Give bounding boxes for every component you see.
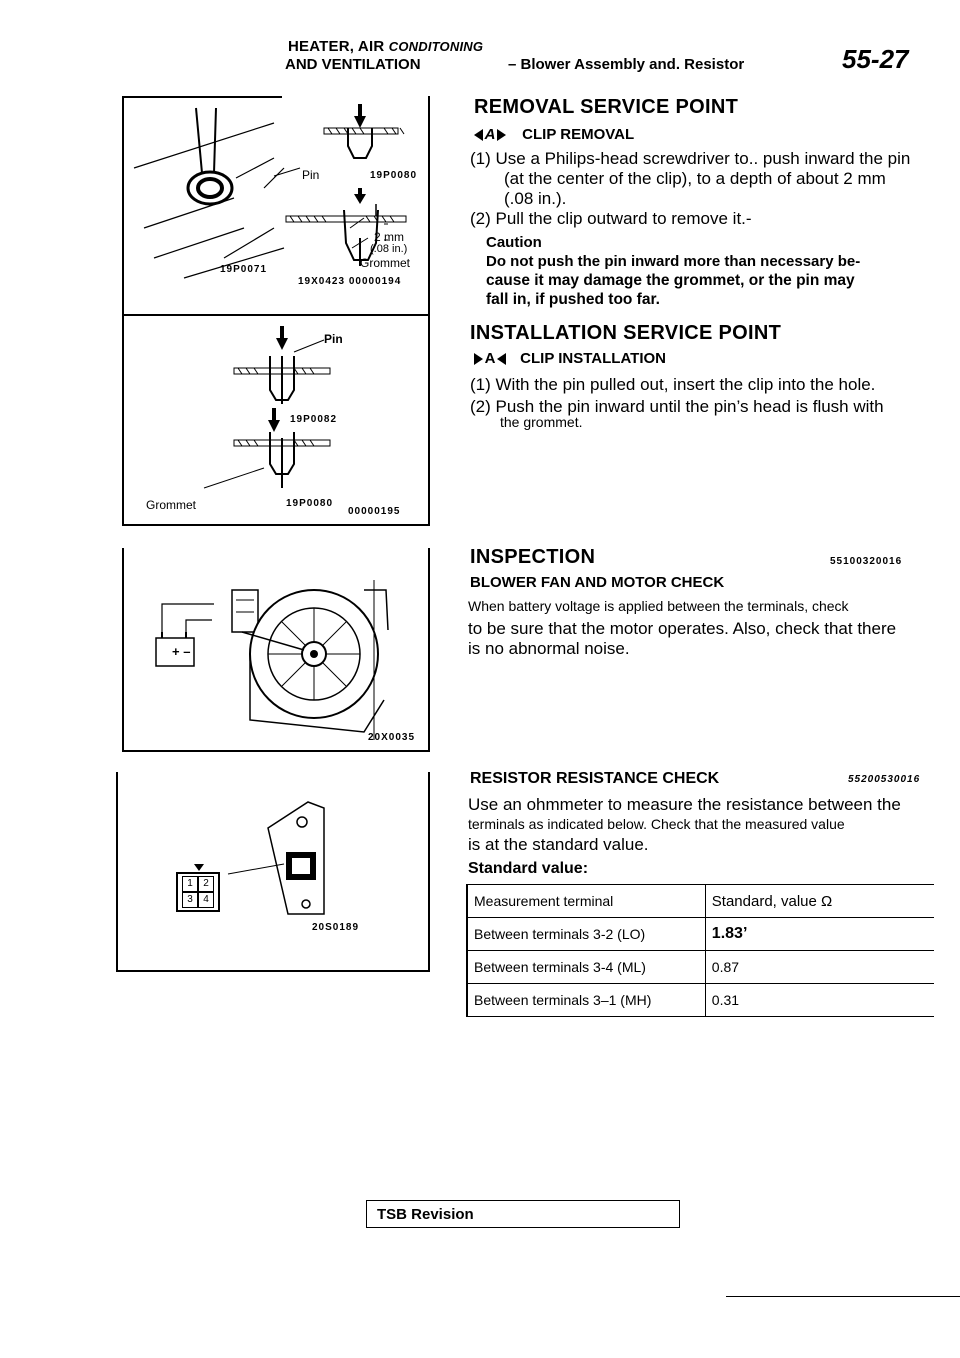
connector-pin-1: 1	[182, 876, 198, 892]
table-header-standard: Standard, value Ω	[705, 885, 934, 918]
right-triangle-icon	[474, 353, 483, 366]
header-title-line2: AND VENTILATION	[285, 56, 421, 73]
resistor-code: 55200530016	[848, 774, 921, 785]
fig3-border-bottom	[122, 750, 430, 752]
header-section-title: – Blower Assembly and. Resistor	[508, 56, 745, 73]
installation-step1: (1) With the pin pulled out, insert the …	[470, 375, 876, 394]
removal-step1c: (.08 in.).	[504, 189, 567, 208]
table-cell-value: 0.87	[705, 950, 934, 984]
inspection-line2: to be sure that the motor operates. Also…	[468, 619, 897, 638]
tsb-revision-label: TSB Revision	[377, 1206, 474, 1223]
fig1-pin-label: Pin	[302, 168, 320, 182]
removal-marker: A	[484, 126, 496, 143]
removal-subtitle-row: A CLIP REMOVAL	[474, 126, 634, 143]
resistance-table: Measurement terminal Standard, value Ω B…	[468, 885, 934, 1017]
table-row: Between terminals 3-4 (ML) 0.87	[468, 950, 934, 984]
left-triangle-icon	[474, 129, 483, 142]
right-triangle-icon	[497, 129, 506, 142]
fig4-border-left	[116, 772, 118, 972]
fig3-code: 20X0035	[368, 732, 416, 743]
fig3-border-left	[122, 548, 124, 752]
removal-subtitle: CLIP REMOVAL	[522, 126, 635, 143]
tsb-revision-box: TSB Revision	[366, 1200, 680, 1228]
figure-clip-box: Pin 19P0080 2 mm (.08 in.) Grommet 19P00…	[122, 96, 430, 526]
removal-title: REMOVAL SERVICE POINT	[474, 96, 739, 118]
fig4-border-right	[428, 772, 430, 972]
battery-polarity: + –	[172, 644, 191, 659]
connector-pin-2: 2	[198, 876, 214, 892]
fig3-border-right	[428, 548, 430, 752]
resistor-line2: terminals as indicated below. Check that…	[468, 816, 845, 832]
header-title-line1: HEATER, AIR CONDITONING	[288, 38, 483, 55]
fig2-grommet-label: Grommet	[146, 498, 197, 512]
removal-step1b: (at the center of the clip), to a depth …	[504, 169, 886, 188]
connector-pin-3: 3	[182, 892, 198, 908]
installation-marker: A	[484, 350, 496, 367]
table-cell-value: 0.31	[705, 983, 934, 1017]
fig4-border-bottom	[116, 970, 430, 972]
connector-diagram: 1 2 3 4	[176, 864, 220, 912]
inspection-line1: When battery voltage is applied between …	[468, 598, 849, 614]
caution-line1: Do not push the pin inward more than nec…	[486, 253, 861, 270]
table-cell-terminal: Between terminals 3–1 (MH)	[468, 983, 706, 1017]
figure-blower-motor: + – 20X0035	[122, 548, 430, 752]
resistor-title: RESISTOR RESISTANCE CHECK	[470, 770, 720, 787]
caution-line2: cause it may damage the grommet, or the …	[486, 272, 855, 289]
installation-step2b: the grommet.	[500, 414, 583, 430]
fig2-pin-label: Pin	[324, 332, 343, 346]
page-number: 55-27	[842, 44, 909, 74]
fig2-code-mid: 19P0082	[290, 414, 338, 425]
inspection-line3: is no abnormal noise.	[468, 639, 630, 658]
fig1-code-left: 19P0071	[220, 264, 268, 275]
installation-subtitle-row: A CLIP INSTALLATION	[474, 350, 666, 367]
installation-subtitle: CLIP INSTALLATION	[520, 350, 666, 367]
removal-step2: (2) Pull the clip outward to remove it.-	[470, 209, 752, 228]
figure-resistor: 1 2 3 4 20S0189	[116, 772, 430, 972]
fig1-code-top: 19P0080	[370, 170, 418, 181]
fig2-code-bottom: 19P0080	[286, 498, 334, 509]
caution-title: Caution	[486, 234, 542, 251]
connector-key-icon	[194, 864, 204, 871]
figure-border-top	[122, 96, 282, 98]
table-cell-terminal: Between terminals 3-2 (LO)	[468, 917, 706, 951]
clip-removal-illustration	[133, 104, 407, 279]
fig2-code-corner: 00000195	[348, 506, 401, 517]
table-header-row: Measurement terminal Standard, value Ω	[468, 885, 934, 918]
removal-step1a: (1) Use a Philips-head screwdriver to.. …	[470, 149, 911, 168]
standard-value-label: Standard value:	[468, 860, 589, 877]
clip-installation-illustration	[203, 326, 331, 489]
connector-pin-4: 4	[198, 892, 214, 908]
blower-motor-illustration	[155, 580, 389, 740]
table-row: Between terminals 3–1 (MH) 0.31	[468, 983, 934, 1017]
fig1-grommet-label: Grommet	[360, 256, 411, 270]
table-cell-terminal: Between terminals 3-4 (ML)	[468, 950, 706, 984]
footer-rule	[726, 1296, 960, 1297]
fig1-code-bottom: 19X0423 00000194	[298, 276, 402, 287]
fig4-code: 20S0189	[312, 922, 360, 933]
resistor-line1: Use an ohmmeter to measure the resistanc…	[468, 795, 901, 814]
fig1-dim-mm: 2 mm	[374, 230, 404, 244]
header-title-prefix: HEATER, AIR	[288, 38, 385, 55]
inspection-title: INSPECTION	[470, 546, 596, 568]
resistance-table-wrap: Measurement terminal Standard, value Ω B…	[466, 884, 934, 1017]
figure-divider	[122, 314, 430, 316]
table-cell-value: 1.83’	[705, 917, 934, 951]
figure-border-right	[428, 96, 430, 526]
resistor-line3: is at the standard value.	[468, 835, 649, 854]
fig1-dim-in: (.08 in.)	[370, 243, 408, 255]
inspection-code: 55100320016	[830, 556, 903, 567]
installation-step2a: (2) Push the pin inward until the pin’s …	[470, 397, 884, 416]
figure-border-bottom	[122, 524, 430, 526]
caution-line3: fall in, if pushed too far.	[486, 291, 660, 308]
table-header-terminal: Measurement terminal	[468, 885, 706, 918]
left-triangle-icon	[497, 353, 506, 366]
resistor-illustration	[227, 801, 325, 915]
figure-border-left	[122, 96, 124, 526]
header-title-suffix: CONDITONING	[388, 39, 484, 54]
inspection-subtitle: BLOWER FAN AND MOTOR CHECK	[470, 574, 725, 591]
table-row: Between terminals 3-2 (LO) 1.83’	[468, 917, 934, 951]
installation-title: INSTALLATION SERVICE POINT	[470, 322, 782, 344]
